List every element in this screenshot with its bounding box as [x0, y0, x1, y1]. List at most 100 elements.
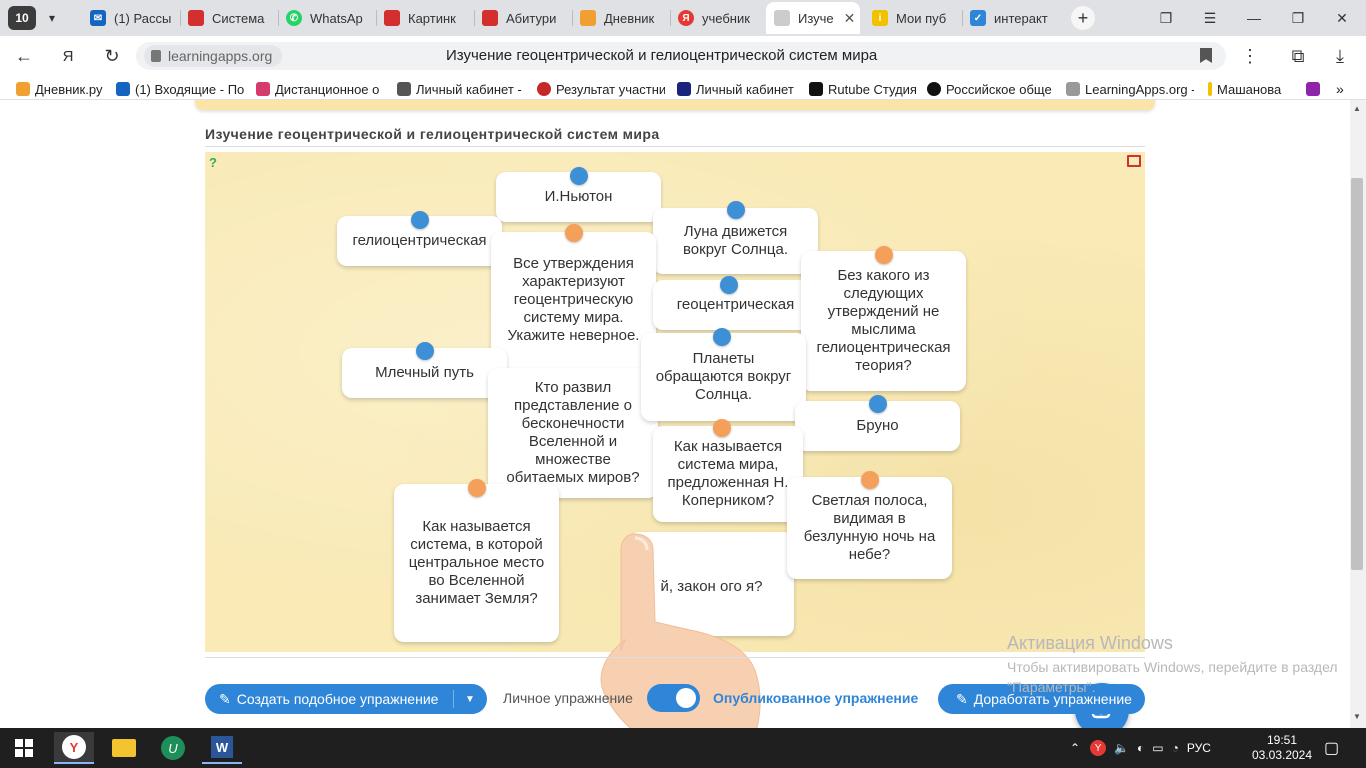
info-icon: i	[872, 10, 888, 26]
drag-handle[interactable]	[713, 328, 731, 346]
bookmark-favicon-icon	[1208, 82, 1212, 96]
new-tab-button[interactable]: +	[1071, 6, 1095, 30]
tutorial-hand-icon	[600, 533, 761, 728]
drag-handle[interactable]	[875, 246, 893, 264]
tab-10[interactable]: ✓интеракт	[962, 2, 1058, 34]
create-similar-button[interactable]: ✎ Создать подобное упражнение ▼	[205, 684, 487, 714]
tab-1[interactable]: ✉(1) Рассы	[82, 2, 178, 34]
drag-handle[interactable]	[570, 167, 588, 185]
help-icon[interactable]: ?	[209, 155, 217, 170]
bookmark-icon[interactable]	[1200, 48, 1212, 63]
match-card[interactable]: Все утверждения характеризуют геоцентрич…	[491, 232, 656, 368]
scroll-up-icon[interactable]: ▲	[1353, 104, 1361, 113]
bookmark-item[interactable]: Российское обще	[927, 80, 1055, 98]
menu-icon[interactable]: ☰	[1203, 9, 1217, 26]
tab-5[interactable]: Абитури	[474, 2, 570, 34]
match-card[interactable]: Планеты обращаются вокруг Солнца.	[641, 333, 806, 421]
bookmark-favicon-icon	[256, 82, 270, 96]
more-bookmarks-icon[interactable]: »	[1336, 81, 1344, 97]
drag-handle[interactable]	[869, 395, 887, 413]
match-card[interactable]: Кто развил представление о бесконечности…	[488, 368, 658, 498]
network-icon[interactable]: ◐	[1137, 741, 1145, 755]
match-card[interactable]: Луна движется вокруг Солнца.	[653, 208, 818, 274]
bookmark-item[interactable]: (1) Входящие - По	[116, 80, 244, 98]
volume-icon[interactable]: 🔈	[1114, 741, 1130, 755]
bookmark-item[interactable]: LearningApps.org -	[1066, 80, 1194, 98]
tab-list-chevron-icon[interactable]: ▾	[48, 11, 56, 25]
match-card[interactable]: Как называется система, в которой центра…	[394, 484, 559, 642]
extensions-icon[interactable]: ⧉	[1291, 45, 1305, 66]
ucoz-app-icon[interactable]: U	[153, 732, 193, 764]
windows-start-icon[interactable]	[4, 732, 44, 764]
scroll-down-icon[interactable]: ▼	[1353, 712, 1361, 721]
tab-3[interactable]: ✆WhatsAp	[278, 2, 374, 34]
tab-active[interactable]: Изуче✕	[766, 2, 860, 34]
tab-2[interactable]: Система	[180, 2, 276, 34]
word-app-icon[interactable]: W	[202, 732, 242, 764]
collections-icon[interactable]: ❐	[1159, 9, 1173, 26]
close-window-icon[interactable]: ✕	[1336, 9, 1348, 26]
scrollbar-thumb[interactable]	[1351, 178, 1363, 570]
bookmark-item[interactable]: Дневник.ру	[16, 80, 108, 98]
match-card[interactable]: Без какого из следующих утверждений не м…	[801, 251, 966, 391]
bookmark-item[interactable]: Личный кабинет	[677, 80, 799, 98]
page-scrollbar[interactable]: ▲ ▼	[1350, 100, 1366, 728]
download-icon[interactable]: ⤓	[1336, 45, 1344, 66]
match-card[interactable]: Бруно	[795, 401, 960, 451]
notifications-icon[interactable]: ▢	[1324, 740, 1340, 757]
yandex-tray-icon[interactable]: Y	[1090, 740, 1107, 756]
drag-handle[interactable]	[416, 342, 434, 360]
bookmark-item[interactable]: Машанова	[1208, 80, 1304, 98]
drag-handle[interactable]	[720, 276, 738, 294]
match-card[interactable]: Светлая полоса, видимая в безлунную ночь…	[787, 477, 952, 579]
windows-activation-title: Активация Windows	[1007, 633, 1173, 653]
fullscreen-icon[interactable]	[1127, 155, 1141, 167]
battery-icon[interactable]: ▭	[1152, 741, 1164, 755]
match-card[interactable]: Как называется система мира, предложенна…	[653, 426, 803, 522]
restore-icon[interactable]: ❐	[1291, 9, 1305, 26]
drag-handle[interactable]	[727, 201, 745, 219]
match-card[interactable]: геоцентрическая	[653, 280, 818, 330]
drag-handle[interactable]	[861, 471, 879, 489]
bookmark-item[interactable]: Личный кабинет -	[397, 80, 525, 98]
drag-handle[interactable]	[713, 419, 731, 437]
archive-icon[interactable]	[1306, 80, 1324, 98]
drag-handle[interactable]	[468, 479, 486, 497]
wifi-icon[interactable]: ◔	[1171, 741, 1179, 755]
match-card[interactable]: гелиоцентрическая	[337, 216, 502, 266]
edit-exercise-button[interactable]: ✎ Доработать упражнение	[938, 684, 1145, 714]
drag-handle[interactable]	[411, 211, 429, 229]
tab-4[interactable]: Картинк	[376, 2, 472, 34]
tab-6[interactable]: Дневник	[572, 2, 668, 34]
bookmark-item[interactable]: Rutube Студия	[809, 80, 919, 98]
page-content: Изучение геоцентрической и гелиоцентриче…	[0, 100, 1350, 728]
bookmark-item[interactable]: Результат участни	[537, 80, 665, 98]
yandex-logo-icon[interactable]: Я	[62, 47, 74, 65]
publish-toggle[interactable]	[647, 684, 700, 712]
domain-pill[interactable]: learningapps.org	[144, 45, 283, 67]
tray-chevron-up-icon[interactable]: ⌃	[1070, 741, 1081, 755]
clock[interactable]: 19:51 03.03.2024	[1252, 728, 1312, 768]
minimize-icon[interactable]: —	[1247, 10, 1261, 26]
dropdown-caret-icon[interactable]: ▼	[465, 693, 475, 705]
yandex-icon: Я	[678, 10, 694, 26]
file-explorer-icon[interactable]	[104, 732, 144, 764]
close-tab-icon[interactable]: ✕	[843, 9, 856, 26]
yandex-browser-app-icon[interactable]: Y	[54, 732, 94, 764]
tab-title: Картинк	[408, 10, 456, 26]
tab-count-button[interactable]: 10	[8, 6, 36, 30]
language-indicator[interactable]: РУС	[1186, 741, 1211, 755]
back-arrow-icon[interactable]: ←	[15, 45, 33, 66]
match-card[interactable]: й, закон ого я?	[629, 532, 794, 636]
url-field[interactable]: learningapps.org Изучение геоцентрическо…	[136, 42, 1226, 70]
reload-icon[interactable]: ↻	[104, 45, 120, 66]
exercise-board: ? И.Ньютон гелиоцентрическая Луна движет…	[205, 152, 1145, 652]
tab-count: 10	[15, 11, 29, 25]
clock-time: 19:51	[1266, 733, 1298, 747]
drag-handle[interactable]	[565, 224, 583, 242]
page-title: Изучение геоцентрической и гелиоцентриче…	[446, 47, 878, 64]
more-menu-icon[interactable]: ⋮	[1241, 45, 1259, 66]
bookmark-item[interactable]: Дистанционное о	[256, 80, 384, 98]
